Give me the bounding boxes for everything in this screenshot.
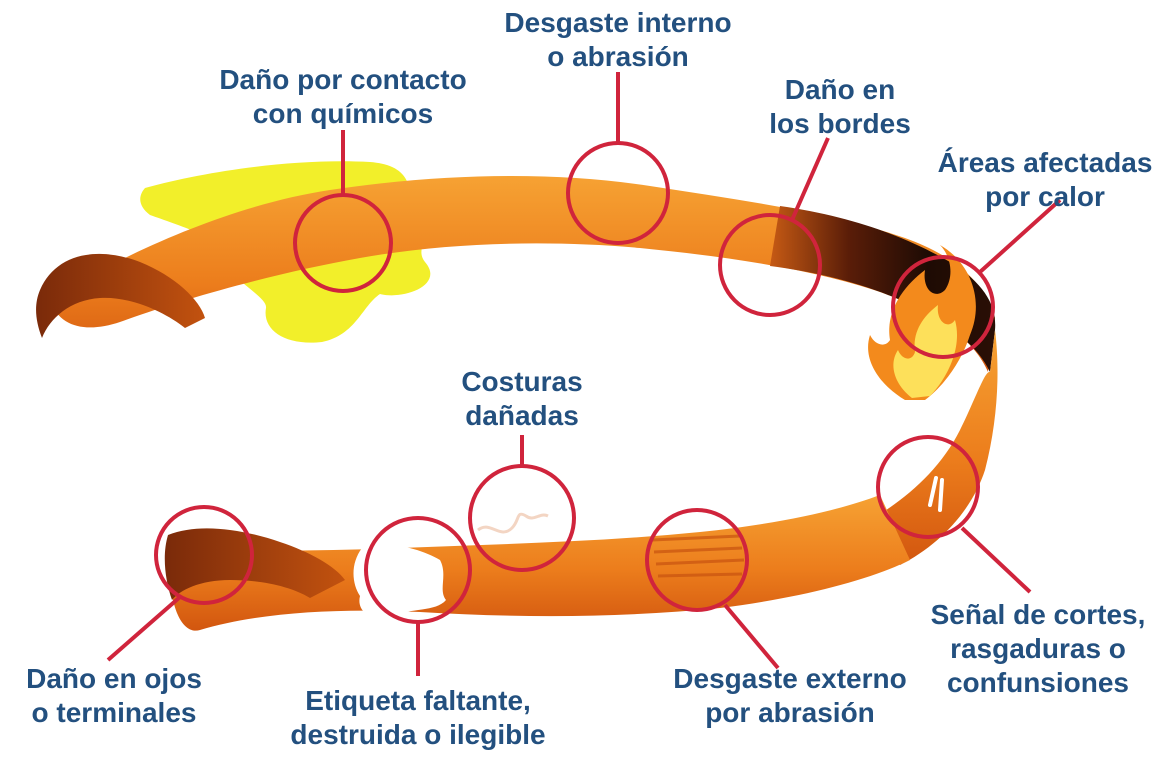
- upper-eye: [36, 253, 205, 338]
- callout-circle-external-wear: [645, 508, 749, 612]
- callout-circle-cuts: [876, 435, 980, 539]
- callout-circle-eyes: [154, 505, 254, 605]
- callout-circle-heat: [891, 255, 995, 359]
- label-chemical: Daño por contacto con químicos: [219, 64, 467, 129]
- label-external-wear: Desgaste externo por abrasión: [673, 663, 907, 728]
- callout-line-external-wear: [723, 603, 780, 670]
- external-wear-texture: [651, 534, 745, 578]
- label-stitching: Costuras dañadas: [461, 366, 583, 431]
- label-tag: Etiqueta faltante, destruida o ilegible: [290, 685, 546, 750]
- stitching-threads: [477, 512, 549, 534]
- callout-circle-edges: [718, 213, 822, 317]
- label-internal-wear: Desgaste interno o abrasión: [504, 7, 732, 72]
- callout-line-cuts: [960, 526, 1032, 594]
- callout-line-eyes: [106, 595, 182, 662]
- flame-inner: [893, 305, 958, 398]
- strap-upper: [50, 175, 995, 372]
- callout-markers: [106, 72, 1062, 676]
- strap-charred: [770, 206, 996, 372]
- label-cuts: Señal de cortes, rasgaduras o confunsion…: [930, 599, 1146, 698]
- cut-marks: [928, 476, 944, 512]
- label-edges: Daño en los bordes: [769, 74, 911, 139]
- label-eyes: Daño en ojos o terminales: [26, 663, 202, 728]
- strap-right: [870, 330, 998, 565]
- label-heat: Áreas afectadas por calor: [937, 147, 1153, 212]
- callout-line-edges: [790, 137, 830, 221]
- strap-lower: [169, 495, 911, 631]
- callout-line-heat: [978, 198, 1062, 274]
- lower-eye: [164, 528, 345, 600]
